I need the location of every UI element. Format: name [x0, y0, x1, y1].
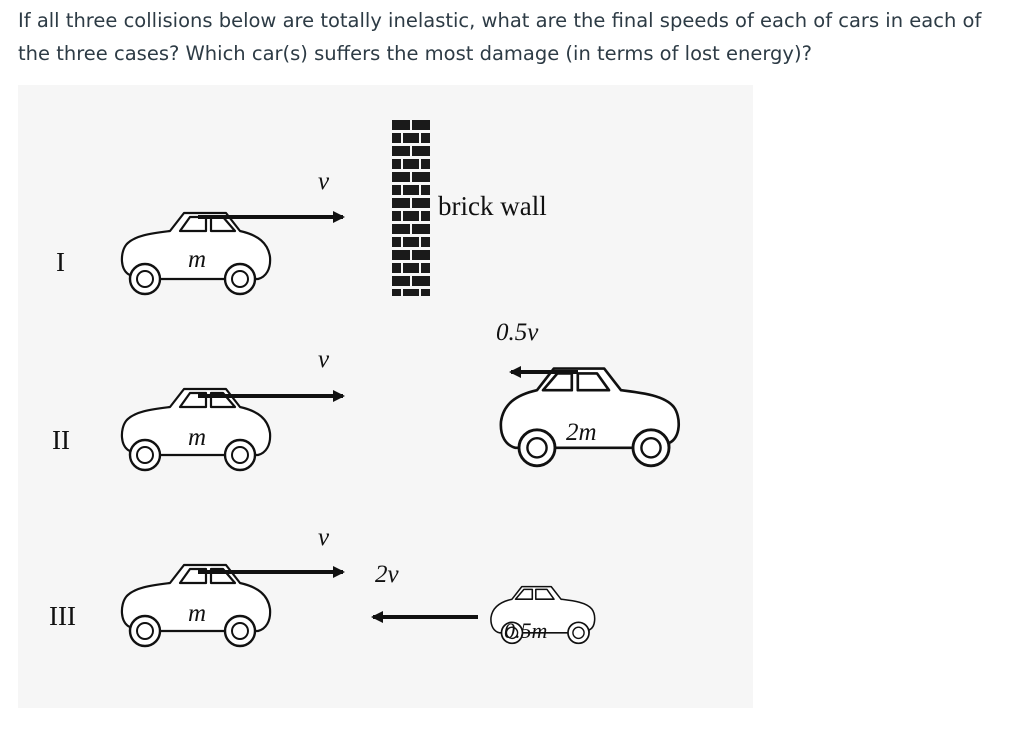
- collision-figure: I II III m v: [18, 85, 753, 708]
- brick-wall: [391, 120, 431, 296]
- mass-label-case1: m: [188, 246, 206, 273]
- velocity-label-case2-left: v: [318, 346, 330, 373]
- case-label-3: III: [49, 601, 76, 631]
- mass-label-case3-right: 0.5m: [504, 618, 547, 643]
- question-text: If all three collisions below are totall…: [18, 9, 982, 65]
- mass-label-case2-left: m: [188, 424, 206, 451]
- mass-label-case3-left: m: [188, 600, 206, 627]
- brick-wall-label: brick wall: [438, 191, 547, 221]
- mass-label-case2-right: 2m: [566, 419, 597, 446]
- case-label-1: I: [56, 247, 65, 277]
- velocity-label-case2-right: 0.5v: [496, 319, 539, 346]
- case-label-2: II: [52, 425, 70, 455]
- velocity-label-case3-left: v: [318, 524, 330, 551]
- car-case2-right: [499, 367, 681, 468]
- velocity-label-case1: v: [318, 168, 330, 195]
- velocity-label-case3-right: 2v: [375, 561, 400, 588]
